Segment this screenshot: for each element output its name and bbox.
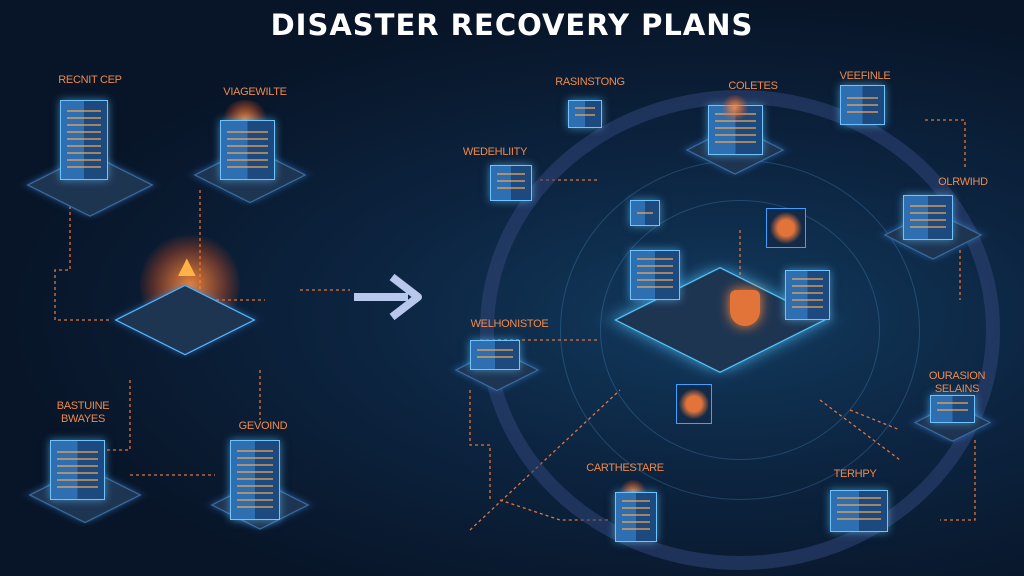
flame-icon: ▲ (172, 250, 202, 283)
page-title: DISASTER RECOVERY PLANS (270, 8, 754, 42)
building (630, 200, 660, 226)
node-terhpy[interactable] (825, 485, 905, 540)
node-gevoind[interactable] (205, 440, 315, 540)
orbit-ring-inner-small (600, 200, 880, 460)
label-welhonistoe: WELHONISTOE (470, 318, 549, 330)
building (785, 270, 830, 320)
building (630, 250, 680, 300)
building (615, 492, 657, 542)
label-bastuine: BASTUINE BWAYES (56, 400, 110, 425)
label-coletes: COLETES (728, 80, 778, 92)
label-terhpy: TERHPY (833, 468, 877, 480)
node-chip-top[interactable] (766, 208, 806, 248)
building (60, 100, 108, 180)
node-carthestare[interactable] (600, 480, 670, 550)
fire-glow (720, 95, 750, 120)
building (840, 85, 885, 125)
building (490, 165, 532, 201)
label-ourasion: OURASION SELAINS (928, 370, 986, 395)
node-central-incident[interactable]: ▲ (100, 230, 270, 380)
label-viagewilte: VIAGEWILTE (223, 86, 287, 98)
label-recnit: RECNIT CEP (58, 74, 122, 86)
shield-icon (730, 290, 760, 326)
node-olrwihd[interactable] (878, 190, 988, 270)
node-veefinle[interactable] (825, 80, 905, 140)
node-bastuine[interactable] (20, 430, 150, 530)
node-recnit[interactable] (20, 100, 160, 217)
label-olrwihd: OLRWIHD (938, 176, 988, 188)
label-rasinstong: RASINSTONG (555, 76, 625, 88)
node-ourasion[interactable] (910, 395, 1000, 450)
label-veefinle: VEEFINLE (839, 70, 891, 82)
building (50, 440, 105, 500)
node-chip-bottom[interactable] (676, 384, 712, 424)
building (220, 120, 275, 180)
building (568, 100, 602, 128)
building (230, 440, 280, 520)
arrow-right-icon (354, 273, 422, 321)
node-wedehliity[interactable] (485, 160, 545, 210)
building (930, 395, 975, 423)
label-carthestare: CARTHESTARE (586, 462, 664, 474)
building (830, 490, 888, 532)
building (470, 340, 520, 370)
node-coletes[interactable] (680, 95, 790, 185)
label-wedehliity: WEDEHLIITY (462, 146, 528, 158)
node-central-hub[interactable] (590, 220, 840, 410)
building (903, 195, 953, 240)
node-viagewilte[interactable] (190, 100, 310, 204)
node-small-server[interactable] (626, 196, 666, 232)
node-rasinstong[interactable] (560, 95, 610, 135)
node-welhonistoe[interactable] (454, 335, 540, 395)
label-gevoind: GEVOIND (238, 420, 288, 432)
